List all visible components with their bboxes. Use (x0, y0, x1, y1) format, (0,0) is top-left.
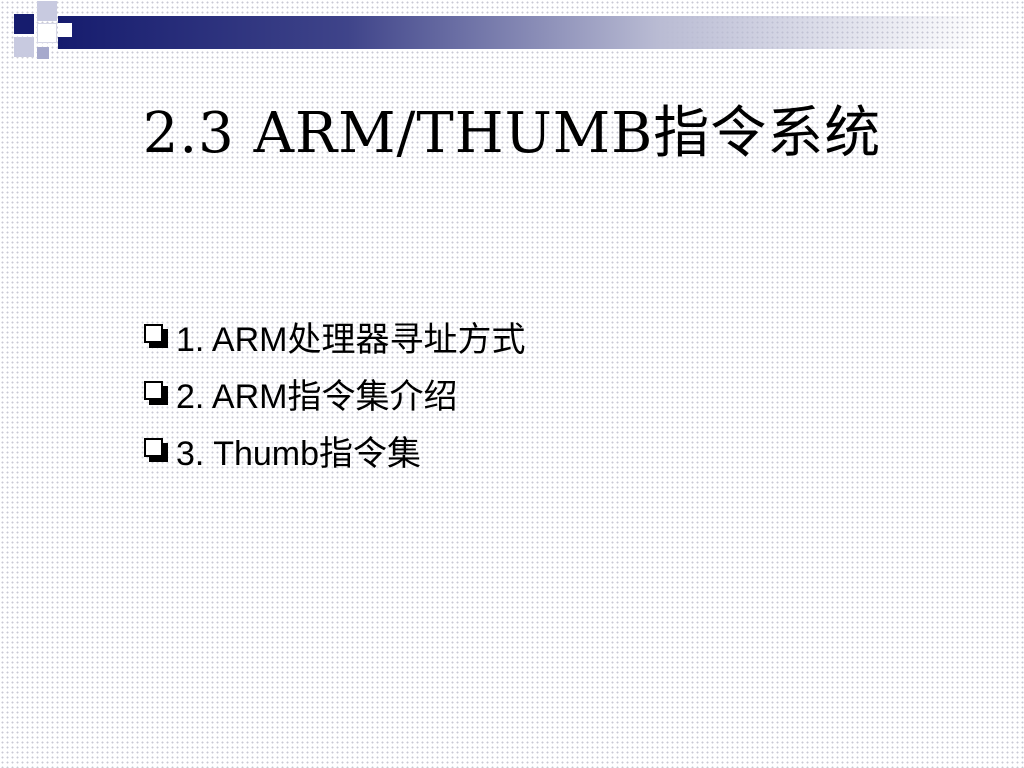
bullet-list: 1. ARM处理器寻址方式 2. ARM指令集介绍 3. Thumb指令集 (144, 308, 525, 479)
decorative-square (14, 37, 34, 57)
bullet-item[interactable]: 3. Thumb指令集 (144, 422, 525, 479)
checkbox-square-icon (144, 323, 170, 350)
checkbox-square-icon (144, 380, 170, 407)
bullet-label: 3. Thumb指令集 (176, 435, 422, 473)
slide-title: 2.3 ARM/THUMB指令系统 (142, 101, 882, 166)
header-gradient-band (58, 16, 1024, 49)
decorative-square (14, 14, 34, 34)
decorative-square (58, 23, 72, 37)
bullet-label: 1. ARM处理器寻址方式 (176, 321, 526, 359)
bullet-label: 2. ARM指令集介绍 (176, 378, 458, 416)
decorative-square (37, 47, 49, 59)
bullet-item[interactable]: 2. ARM指令集介绍 (144, 365, 525, 422)
decorative-square (37, 23, 57, 43)
checkbox-square-icon (144, 437, 170, 464)
decorative-square (37, 1, 57, 21)
bullet-item[interactable]: 1. ARM处理器寻址方式 (144, 308, 525, 365)
